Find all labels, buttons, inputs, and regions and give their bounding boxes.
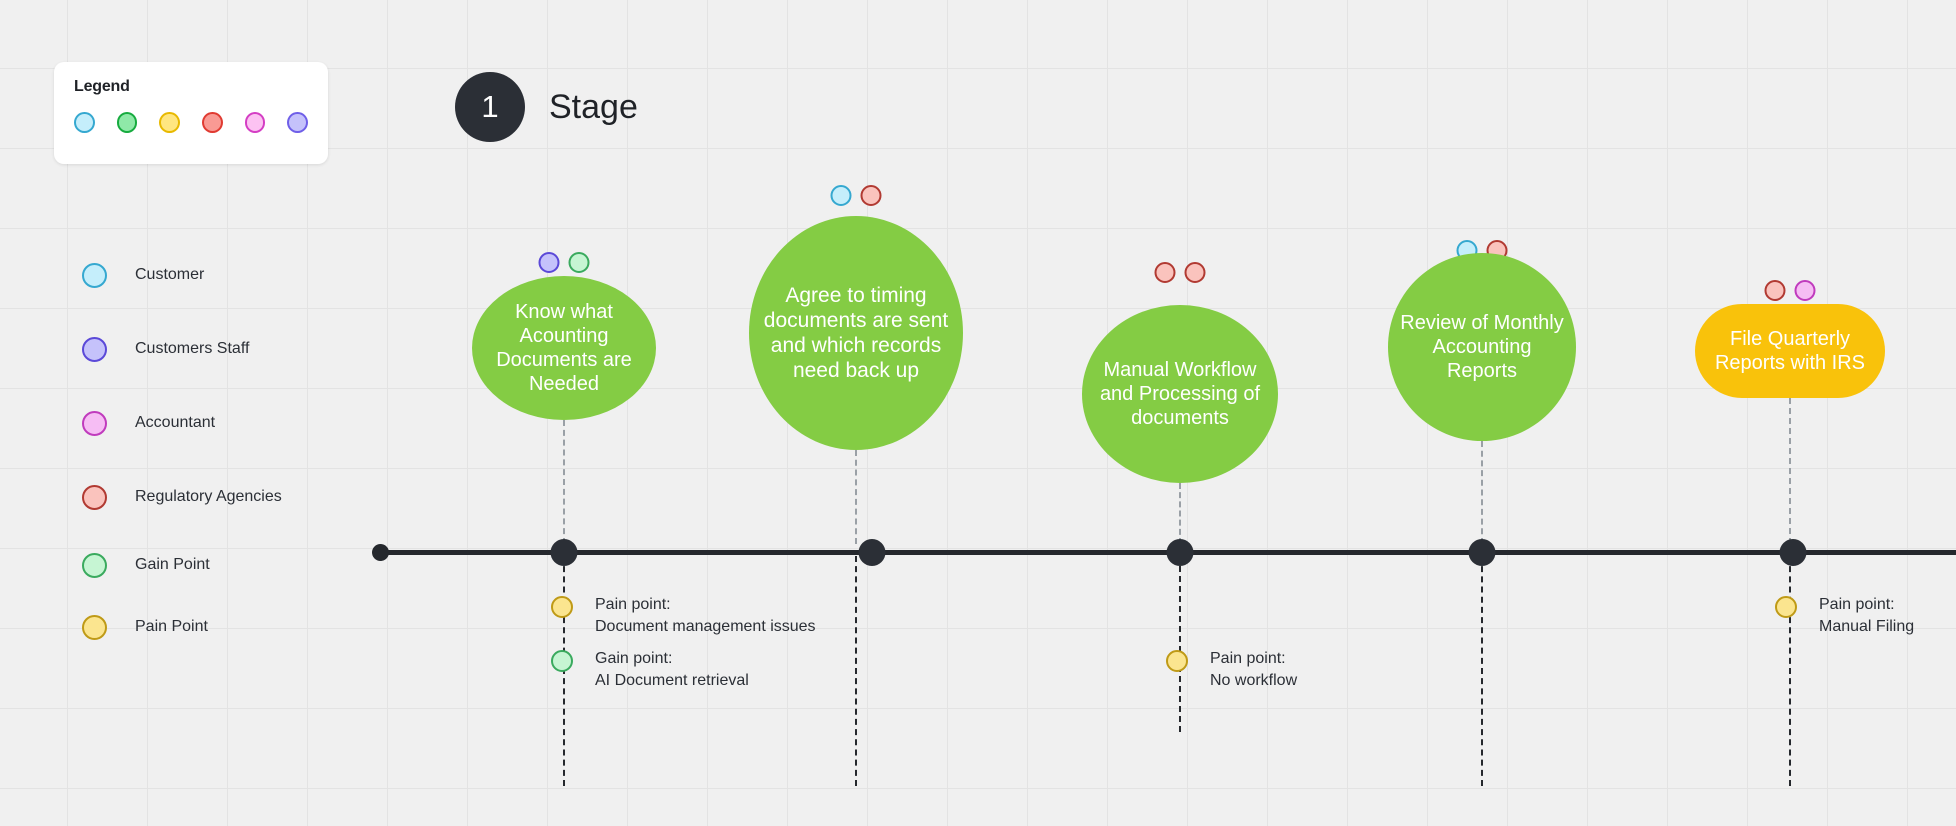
annotation-text: Gain point: AI Document retrieval <box>595 648 749 692</box>
annotation-dot-icon <box>1775 596 1797 618</box>
stage-participant-chips <box>538 252 590 273</box>
participant-chip-customers-staff-icon[interactable] <box>538 252 560 273</box>
stage-connector-line <box>855 450 857 544</box>
annotation-title: Pain point: <box>595 596 671 613</box>
stage-number-badge: 1 <box>455 72 525 142</box>
stage-header-label: Stage <box>549 87 638 126</box>
stage-participant-chips <box>1154 262 1206 283</box>
stage-participant-chips <box>1764 280 1816 301</box>
stage-dropline <box>1789 556 1791 786</box>
timeline-node[interactable] <box>1468 539 1496 566</box>
persona-dot-icon <box>82 262 107 288</box>
persona-row[interactable]: Pain Point <box>82 596 382 658</box>
anno-pain-manual-filing[interactable]: Pain point: Manual Filing <box>1775 594 1914 638</box>
persona-label: Gain Point <box>135 556 210 573</box>
stage-dropline <box>1481 556 1483 786</box>
annotation-dot-icon <box>551 650 573 672</box>
stage-connector-line <box>563 420 565 544</box>
legend-swatch-gain-point[interactable] <box>116 112 138 133</box>
persona-dot-icon <box>82 614 107 640</box>
legend-swatch-customer[interactable] <box>74 112 95 133</box>
participant-chip-regulatory-agencies-icon[interactable] <box>860 185 882 206</box>
stage-file-quarterly[interactable]: File Quarterly Reports with IRS <box>1695 304 1885 398</box>
timeline-node[interactable] <box>550 539 578 566</box>
timeline-node[interactable] <box>858 539 886 566</box>
persona-label: Customers Staff <box>135 340 250 357</box>
annotation-text: Pain point: Document management issues <box>595 594 816 638</box>
annotation-text: Pain point: No workflow <box>1210 648 1297 692</box>
persona-row[interactable]: Regulatory Agencies <box>82 460 382 534</box>
persona-dot-icon <box>82 552 107 578</box>
participant-chip-gain-point-icon[interactable] <box>568 252 590 273</box>
persona-label: Pain Point <box>135 618 208 635</box>
annotation-detail: AI Document retrieval <box>595 672 749 690</box>
legend-swatch-accountant[interactable] <box>244 112 266 133</box>
annotation-title: Gain point: <box>595 650 673 667</box>
participant-chip-customer-icon[interactable] <box>830 185 852 206</box>
anno-pain-no-workflow[interactable]: Pain point: No workflow <box>1166 648 1297 692</box>
annotation-title: Pain point: <box>1819 596 1895 613</box>
participant-chip-accountant-icon[interactable] <box>1794 280 1816 301</box>
stage-manual-workflow[interactable]: Manual Workflow and Processing of docume… <box>1082 305 1278 483</box>
stage-review-reports[interactable]: Review of Monthly Accounting Reports <box>1388 253 1576 441</box>
persona-dot-icon <box>82 336 107 362</box>
stage-dropline <box>1179 556 1181 732</box>
timeline-node[interactable] <box>1166 539 1194 566</box>
legend-swatch-regulatory-agencies[interactable] <box>202 112 223 133</box>
persona-label: Customer <box>135 266 205 283</box>
stage-participant-chips <box>830 185 882 206</box>
anno-gain-ai-retrieval[interactable]: Gain point: AI Document retrieval <box>551 648 749 692</box>
anno-pain-document-management[interactable]: Pain point: Document management issues <box>551 594 816 638</box>
timeline-node[interactable] <box>1779 539 1807 566</box>
legend-swatch-customers-staff[interactable] <box>287 112 309 133</box>
stage-connector-line <box>1481 441 1483 544</box>
stage-header: 1 Stage <box>455 72 638 142</box>
annotation-title: Pain point: <box>1210 650 1286 667</box>
persona-label: Accountant <box>135 414 216 431</box>
stage-connector-line <box>1179 483 1181 544</box>
annotation-text: Pain point: Manual Filing <box>1819 594 1914 638</box>
persona-label: Regulatory Agencies <box>135 488 282 505</box>
legend-swatch-row <box>74 112 309 133</box>
annotation-detail: Manual Filing <box>1819 618 1915 636</box>
persona-row[interactable]: Customers Staff <box>82 312 382 386</box>
annotation-detail: Document management issues <box>595 618 816 636</box>
stage-dropline <box>855 556 857 786</box>
annotation-dot-icon <box>1166 650 1188 672</box>
annotation-dot-icon <box>551 596 573 618</box>
legend-swatch-pain-point[interactable] <box>159 112 181 133</box>
stage-connector-line <box>1789 398 1791 544</box>
participant-chip-regulatory-agencies-icon[interactable] <box>1764 280 1786 301</box>
legend-title: Legend <box>74 78 130 95</box>
legend-card: Legend <box>54 62 328 164</box>
persona-row[interactable]: Customer <box>82 238 382 312</box>
persona-dot-icon <box>82 484 107 510</box>
stage-agree-timing[interactable]: Agree to timing documents are sent and w… <box>749 216 963 450</box>
participant-chip-regulatory-agencies-icon[interactable] <box>1154 262 1176 283</box>
stage-know-documents[interactable]: Know what Acounting Documents are Needed <box>472 276 656 420</box>
persona-dot-icon <box>82 410 107 436</box>
participant-chip-regulatory-agencies-icon[interactable] <box>1184 262 1206 283</box>
persona-row[interactable]: Gain Point <box>82 534 382 596</box>
persona-row[interactable]: Accountant <box>82 386 382 460</box>
annotation-detail: No workflow <box>1210 672 1298 690</box>
